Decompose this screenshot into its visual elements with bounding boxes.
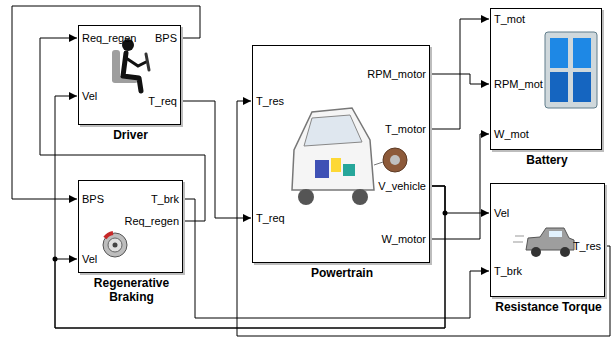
- branch-dot: [443, 211, 448, 216]
- signal-wire: [430, 19, 489, 129]
- port-label: V_vehicle: [378, 179, 426, 193]
- port-label: T_req: [256, 211, 285, 225]
- port-label: T_mot: [494, 12, 525, 26]
- signal-wire: [430, 186, 489, 213]
- simulink-block: VelT_resT_brkResistance Torque: [490, 183, 605, 297]
- port-label: RPM_motor: [367, 67, 426, 81]
- port-label: Vel: [82, 89, 97, 103]
- brake-disc-icon: [103, 233, 127, 257]
- block-name: Driver: [81, 128, 181, 142]
- simulink-block: RPM_motorT_resT_motorV_vehicleT_reqW_mot…: [252, 45, 430, 263]
- port-label: Req_regen: [125, 214, 179, 228]
- block-name: Resistance Torque: [479, 300, 615, 314]
- branch-dot: [53, 257, 58, 262]
- vehicle-icon: [513, 228, 574, 257]
- port-label: T_brk: [151, 192, 179, 206]
- port-label: Req_regen: [82, 31, 136, 45]
- port-label: T_motor: [385, 122, 426, 136]
- signal-wire: [55, 96, 445, 328]
- port-label: W_motor: [381, 232, 426, 246]
- port-label: W_mot: [494, 127, 529, 141]
- port-label: Vel: [82, 252, 97, 266]
- block-name: Battery: [492, 153, 602, 167]
- signal-wire: [55, 186, 445, 328]
- port-label: RPM_mot: [494, 77, 543, 91]
- port-label: T_res: [256, 94, 284, 108]
- block-name: Regenerative Braking: [77, 276, 187, 304]
- simulink-block: BPST_brkReq_regenVelRegenerative Braking: [78, 180, 183, 273]
- block-name: Powertrain: [272, 266, 412, 280]
- port-label: BPS: [82, 192, 104, 206]
- port-label: Vel: [494, 206, 509, 220]
- port-label: BPS: [155, 31, 177, 45]
- signal-wire: [183, 199, 489, 318]
- signal-wire: [430, 134, 489, 239]
- driver-icon: [112, 39, 149, 91]
- signal-wire: [181, 101, 251, 218]
- port-label: T_res: [573, 239, 601, 253]
- port-label: T_brk: [494, 264, 522, 278]
- port-label: T_req: [148, 94, 177, 108]
- simulink-block: Req_regenBPSVelT_reqDriver: [78, 25, 181, 125]
- battery-icon: [545, 32, 597, 108]
- simulink-block: T_motRPM_motW_motBattery: [490, 8, 602, 150]
